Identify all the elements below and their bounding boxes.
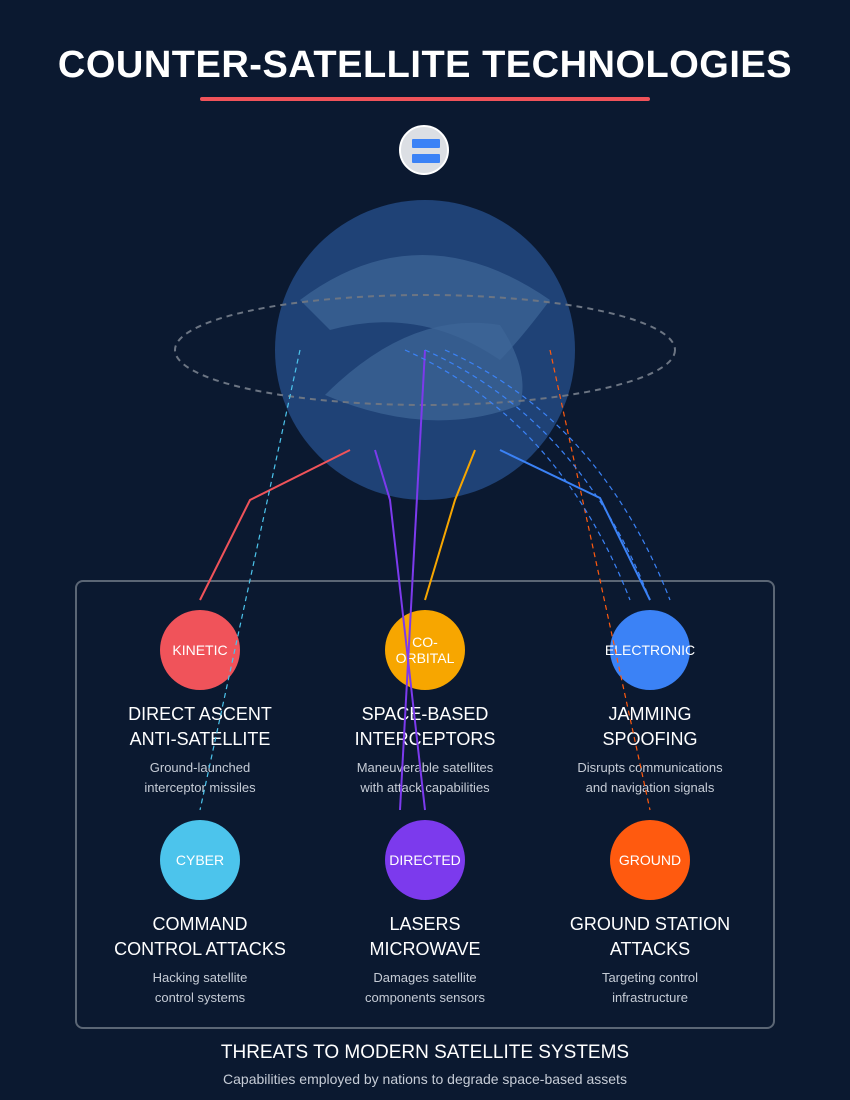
description-line: and navigation signals [585,780,715,795]
cyber-badge: CYBER [160,820,240,900]
satellite-icon [399,125,449,175]
description-line: Damages satellite [373,970,477,985]
ground-badge: GROUND [610,820,690,900]
kinetic-badge: KINETIC [160,610,240,690]
threat-heading: GROUND STATION ATTACKS [540,912,760,962]
threat-description: Disrupts communications and navigation s… [540,758,760,798]
jamming-signal [404,349,631,601]
threat-description: Hacking satellite control systems [90,968,310,1008]
earth-globe-icon [275,200,575,500]
description-line: Disrupts communications [577,760,723,775]
threat-description: Maneuverable satellites with attack capa… [315,758,535,798]
globe-continent [300,255,550,360]
heading-line: LASERS [389,914,461,934]
heading-line: ANTI-SATELLITE [129,729,271,749]
heading-line: GROUND STATION [569,914,731,934]
directed-badge: DIRECTED [385,820,465,900]
co-orbital-connector [424,449,476,601]
satellite-panel-bottom [412,154,440,163]
threat-heading: COMMAND CONTROL ATTACKS [90,912,310,962]
jamming-signal [424,349,651,601]
threat-co-orbital: CO-ORBITAL SPACE-BASED INTERCEPTORS Mane… [315,610,535,798]
threat-kinetic: KINETIC DIRECT ASCENT ANTI-SATELLITE Gro… [90,610,310,798]
footer-subtitle: Capabilities employed by nations to degr… [223,1071,627,1087]
co-orbital-badge: CO-ORBITAL [385,610,465,690]
heading-line: ATTACKS [609,939,691,959]
heading-line: JAMMING [608,704,692,724]
description-line: with attack capabilities [360,780,490,795]
threat-directed: DIRECTED LASERS MICROWAVE Damages satell… [315,820,535,1008]
footer-title: THREATS TO MODERN SATELLITE SYSTEMS [220,1042,630,1063]
satellite-panel-top [412,139,440,148]
electronic-connector [499,449,651,601]
description-line: interceptor missiles [144,780,256,795]
description-line: Hacking satellite [152,970,248,985]
heading-line: SPOOFING [602,729,698,749]
title-underline [200,97,650,101]
threat-ground: GROUND GROUND STATION ATTACKS Targeting … [540,820,760,1008]
threat-electronic: ELECTRONIC JAMMING SPOOFING Disrupts com… [540,610,760,798]
heading-line: MICROWAVE [369,939,481,959]
description-line: infrastructure [612,990,688,1005]
threat-description: Targeting control infrastructure [540,968,760,1008]
description-line: control systems [154,990,246,1005]
orbit-ring [174,294,676,406]
kinetic-connector [199,449,351,601]
globe-body [275,200,575,500]
threat-cyber: CYBER COMMAND CONTROL ATTACKS Hacking sa… [90,820,310,1008]
description-line: components sensors [365,990,485,1005]
heading-line: SPACE-BASED [361,704,489,724]
threat-heading: DIRECT ASCENT ANTI-SATELLITE [90,702,310,752]
description-line: Ground-launched [149,760,251,775]
threat-heading: LASERS MICROWAVE [315,912,535,962]
description-line: Targeting control [601,970,699,985]
jamming-signal [444,349,671,601]
globe-continent [325,322,523,421]
threat-heading: JAMMING SPOOFING [540,702,760,752]
page-title: COUNTER-SATELLITE TECHNOLOGIES [57,44,793,86]
heading-line: CONTROL ATTACKS [114,939,286,959]
heading-line: DIRECT ASCENT [128,704,272,724]
description-line: Maneuverable satellites [356,760,494,775]
electronic-badge: ELECTRONIC [605,610,695,690]
heading-line: INTERCEPTORS [354,729,496,749]
heading-line: COMMAND [152,914,248,934]
threat-description: Ground-launched interceptor missiles [90,758,310,798]
threat-description: Damages satellite components sensors [315,968,535,1008]
threat-heading: SPACE-BASED INTERCEPTORS [315,702,535,752]
